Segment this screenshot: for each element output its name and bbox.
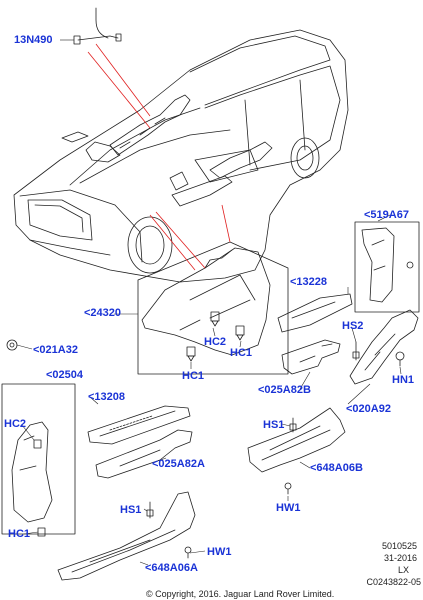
part-519A67 — [361, 227, 414, 303]
callout-24320[interactable]: <24320 — [84, 307, 122, 319]
part-13228 — [277, 293, 353, 333]
box-A-pillar-trim — [354, 221, 420, 313]
clip-HC1-left — [37, 527, 46, 537]
callout-HN1[interactable]: HN1 — [392, 374, 415, 386]
clip-HS1-right — [289, 417, 297, 433]
clip-HS2 — [352, 341, 360, 361]
clip-HS1-left — [146, 501, 154, 519]
callout-021A32[interactable]: <021A32 — [33, 344, 78, 356]
callout-13208[interactable]: <13208 — [88, 391, 126, 403]
callout-HC2-mid[interactable]: HC2 — [204, 336, 227, 348]
part-648A06A — [57, 491, 196, 581]
part-02504 — [11, 421, 53, 523]
callout-HC1-left[interactable]: HC1 — [8, 528, 31, 540]
copyright-text: © Copyright, 2016. Jaguar Land Rover Lim… — [146, 589, 335, 599]
callout-025A82B[interactable]: <025A82B — [258, 384, 311, 396]
installed-trim-pieces — [85, 94, 273, 207]
black-leader-lines — [16, 39, 402, 566]
callout-HC1-mid[interactable]: HC1 — [230, 347, 253, 359]
callout-519A67[interactable]: <519A67 — [364, 209, 409, 221]
clip-HC1-mid — [235, 325, 245, 341]
part-648A06B — [247, 407, 346, 473]
callout-020A92[interactable]: <020A92 — [346, 403, 391, 415]
date-code: 31-2016 — [383, 553, 417, 563]
part-13208 — [87, 405, 191, 445]
bracket-025A82B — [281, 339, 341, 375]
red-leader-lines — [87, 43, 231, 271]
box-C-pillar-trim — [1, 383, 76, 535]
box-B-pillar-upper — [137, 241, 289, 375]
clip-HC1-low — [186, 346, 196, 362]
callout-13N490[interactable]: 13N490 — [14, 34, 53, 46]
callout-HS2[interactable]: HS2 — [342, 320, 364, 332]
vehicle-illustration — [13, 29, 349, 283]
bracket-025A82A — [95, 429, 193, 479]
image-code: C0243822-05 — [366, 577, 421, 587]
clip-HW1-right — [284, 482, 292, 495]
clip-HN1 — [395, 351, 405, 367]
callout-HS1-left[interactable]: HS1 — [120, 504, 142, 516]
clip-HC2-mid — [210, 311, 220, 327]
callout-HC2-left[interactable]: HC2 — [4, 418, 27, 430]
callout-648A06A[interactable]: <648A06A — [145, 562, 198, 574]
part-020A92 — [349, 309, 419, 385]
callout-HW1-left[interactable]: HW1 — [207, 546, 232, 558]
ref-number: 5010525 — [381, 541, 417, 551]
part-24320 — [141, 247, 271, 356]
screw-021A32 — [6, 339, 18, 351]
callout-648A06B[interactable]: <648A06B — [310, 462, 363, 474]
callout-HC1-low[interactable]: HC1 — [182, 370, 205, 382]
callout-02504[interactable]: <02504 — [46, 369, 84, 381]
callout-HS1-right[interactable]: HS1 — [263, 419, 285, 431]
clip-HC2-left — [33, 439, 42, 449]
callout-HW1-right[interactable]: HW1 — [276, 502, 301, 514]
callout-13228[interactable]: <13228 — [290, 276, 328, 288]
clip-HW1-left — [184, 546, 192, 559]
sensor-harness-13N490 — [73, 7, 122, 45]
model-code: LX — [397, 565, 409, 575]
callout-025A82A[interactable]: <025A82A — [152, 458, 205, 470]
